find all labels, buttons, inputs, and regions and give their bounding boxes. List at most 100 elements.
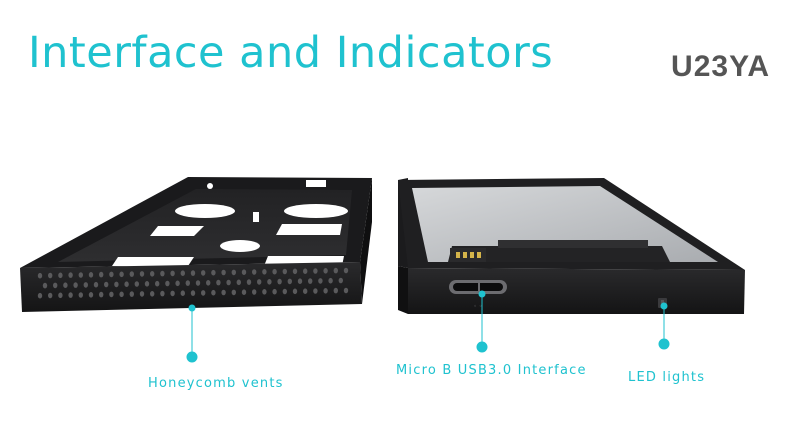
vent-hole bbox=[119, 291, 124, 298]
led-callout-origin bbox=[660, 302, 668, 310]
vent-hole bbox=[83, 282, 89, 288]
sata-connector bbox=[448, 246, 670, 262]
vent-hole bbox=[78, 272, 84, 278]
vent-hole bbox=[236, 279, 241, 286]
vent-hole bbox=[150, 271, 155, 277]
vents-callout-origin bbox=[188, 304, 196, 312]
vent-hole bbox=[88, 292, 94, 298]
vent-hole bbox=[190, 270, 196, 276]
vent-hole bbox=[241, 289, 247, 296]
vent-hole bbox=[58, 272, 63, 279]
frame-cutout bbox=[284, 204, 348, 218]
vent-hole bbox=[303, 268, 308, 275]
frame-cutout bbox=[112, 257, 194, 266]
vent-hole bbox=[150, 291, 155, 297]
vent-hole bbox=[323, 268, 328, 274]
vent-hole bbox=[99, 271, 104, 278]
led-lights-label: LED lights bbox=[628, 370, 706, 385]
vent-hole bbox=[272, 288, 277, 295]
vent-hole bbox=[262, 289, 267, 295]
model-name: U23YA bbox=[671, 50, 770, 83]
vent-hole bbox=[104, 281, 109, 288]
vent-hole bbox=[155, 280, 160, 287]
vent-hole bbox=[58, 292, 63, 299]
enclosure-with-board: ◦ ◦ bbox=[398, 178, 745, 314]
vent-hole bbox=[195, 280, 201, 286]
vent-hole bbox=[201, 270, 206, 276]
vent-hole bbox=[318, 278, 323, 284]
vent-hole bbox=[287, 278, 292, 285]
vent-hole bbox=[170, 290, 175, 297]
vent-hole bbox=[226, 279, 231, 286]
vent-hole bbox=[221, 269, 226, 276]
vent-hole bbox=[211, 289, 216, 296]
vent-hole bbox=[144, 281, 150, 287]
vent-hole bbox=[272, 268, 277, 275]
vent-hole bbox=[231, 269, 236, 276]
vent-hole bbox=[292, 288, 298, 295]
vent-hole bbox=[109, 291, 114, 298]
vent-hole bbox=[93, 281, 99, 288]
vent-hole bbox=[216, 279, 221, 286]
vent-hole bbox=[257, 279, 262, 285]
vent-hole bbox=[292, 268, 298, 275]
vent-hole bbox=[241, 269, 247, 276]
vent-hole bbox=[37, 292, 43, 299]
usb-callout-dot bbox=[476, 341, 488, 353]
frame-cutout bbox=[220, 240, 260, 252]
enclosure-frame bbox=[20, 177, 372, 312]
vent-hole bbox=[139, 271, 145, 277]
vent-hole bbox=[206, 280, 211, 286]
vent-hole bbox=[180, 290, 185, 297]
vent-hole bbox=[282, 268, 287, 275]
vent-hole bbox=[252, 289, 257, 295]
vent-hole bbox=[267, 279, 272, 285]
vent-hole bbox=[308, 278, 313, 284]
vent-hole bbox=[48, 272, 53, 279]
vent-hole bbox=[323, 288, 328, 294]
vent-hole bbox=[262, 269, 267, 275]
vent-hole bbox=[63, 282, 68, 289]
vent-hole bbox=[160, 290, 165, 297]
vent-hole bbox=[109, 271, 114, 278]
vent-hole bbox=[99, 291, 104, 298]
vent-hole bbox=[165, 280, 170, 287]
vent-hole bbox=[68, 292, 73, 298]
vent-hole bbox=[170, 270, 175, 277]
vent-hole bbox=[68, 272, 73, 278]
vent-hole bbox=[252, 269, 257, 275]
vent-hole bbox=[231, 289, 236, 296]
usb-interface-label: Micro B USB3.0 Interface bbox=[396, 363, 587, 378]
vent-hole bbox=[343, 267, 349, 274]
vent-hole bbox=[180, 270, 185, 277]
vent-hole bbox=[338, 277, 343, 284]
frame-cutout bbox=[150, 226, 204, 236]
vent-hole bbox=[246, 279, 252, 285]
vent-hole bbox=[297, 278, 303, 285]
vent-hole bbox=[73, 282, 78, 288]
vent-hole bbox=[139, 291, 145, 297]
vent-hole bbox=[88, 272, 94, 278]
vent-hole bbox=[343, 287, 349, 294]
vent-hole bbox=[124, 281, 129, 288]
vent-hole bbox=[134, 281, 139, 287]
led-callout-dot bbox=[658, 338, 670, 350]
frame-cutout bbox=[175, 204, 235, 218]
vent-hole bbox=[42, 282, 48, 289]
vent-hole bbox=[37, 272, 43, 279]
frame-cutout bbox=[276, 224, 342, 235]
svg-text:◦ ◦: ◦ ◦ bbox=[474, 303, 483, 310]
vent-hole bbox=[313, 268, 318, 274]
honeycomb-vents bbox=[37, 267, 349, 299]
vent-hole bbox=[129, 291, 134, 297]
vent-hole bbox=[114, 281, 119, 288]
vent-hole bbox=[201, 290, 206, 296]
vent-hole bbox=[221, 289, 226, 296]
usb-callout-origin bbox=[478, 290, 486, 298]
vent-hole bbox=[175, 280, 180, 287]
vent-hole bbox=[333, 267, 338, 274]
vent-hole bbox=[277, 278, 282, 285]
vent-hole bbox=[160, 270, 165, 277]
vent-hole bbox=[129, 271, 134, 277]
